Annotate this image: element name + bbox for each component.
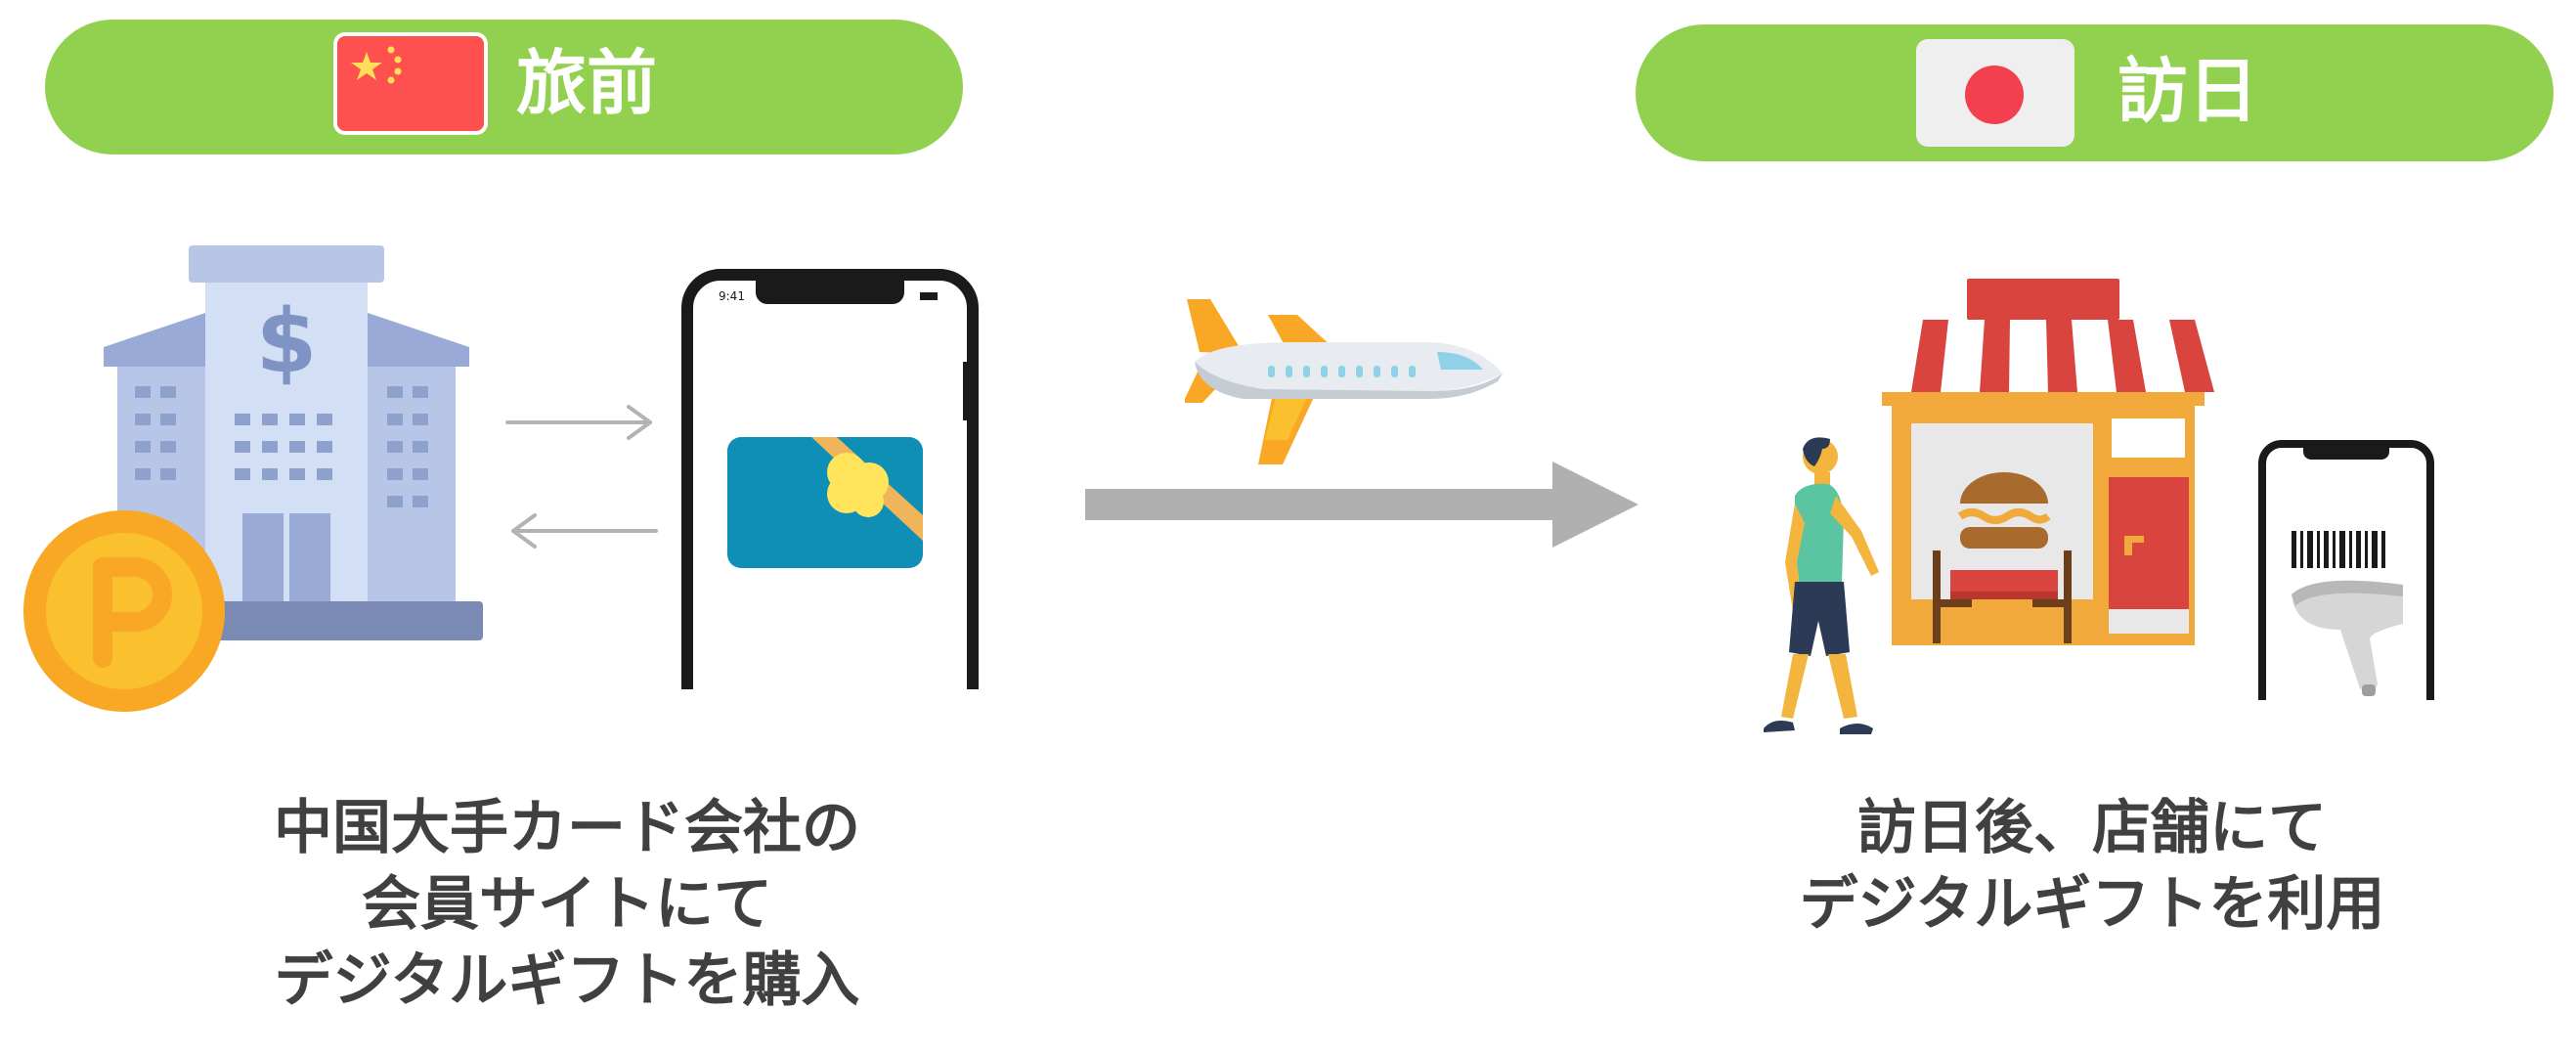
before-trip-caption-line: デジタルギフトを購入 (274, 946, 860, 1015)
barcode-scanner-icon (2258, 440, 2434, 700)
china-flag-icon (333, 32, 488, 135)
shop-icon (1872, 279, 2214, 645)
airplane-icon (1185, 299, 1503, 464)
visit-japan-caption: 訪日後、店舗にて デジタルギフトを利用 (1740, 790, 2444, 943)
point-coin-icon (23, 510, 225, 712)
gift-card-icon (727, 437, 923, 568)
japan-flag-icon (1916, 39, 2074, 147)
phone-status-time: 9:41 (719, 289, 745, 303)
travel-arrow-icon (1085, 462, 1638, 548)
visit-japan-caption-line: 訪日後、店舗にて (1857, 794, 2327, 862)
visit-japan-caption-line: デジタルギフトを利用 (1799, 870, 2385, 939)
before-trip-caption-line: 中国大手カード会社の (274, 794, 860, 862)
before-trip-title: 旅前 (516, 42, 658, 124)
svg-text:$: $ (256, 290, 318, 393)
before-trip-caption-line: 会員サイトにて (362, 870, 772, 939)
visit-japan-title: 訪日 (2118, 50, 2259, 132)
before-trip-caption: 中国大手カード会社の 会員サイトにて デジタルギフトを購入 (147, 790, 987, 1019)
visit-japan-header (1636, 24, 2554, 161)
before-trip-header (45, 20, 963, 154)
walking-person-icon (1764, 437, 1879, 734)
exchange-arrows-icon (505, 405, 658, 549)
